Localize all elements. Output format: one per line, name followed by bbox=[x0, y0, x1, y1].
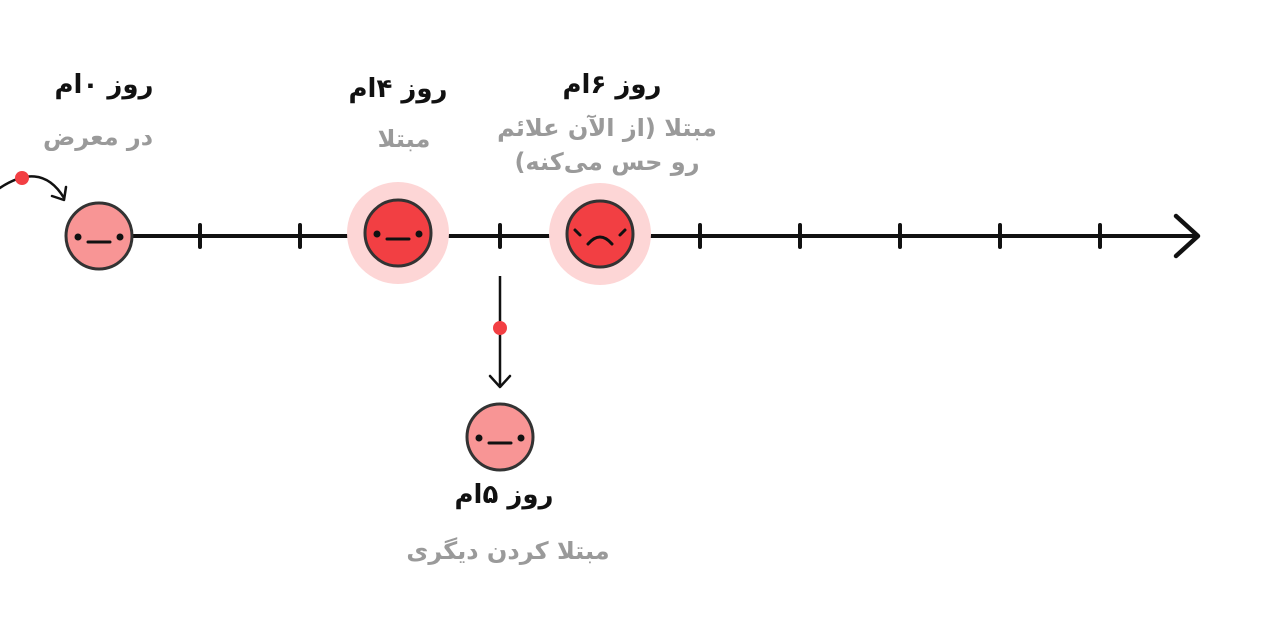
day6-left-eye bbox=[573, 228, 582, 237]
day0-label: روز ۰ام bbox=[54, 70, 154, 100]
day6-description-line-1: مبتلا (از الآن علائم bbox=[497, 114, 717, 142]
day6-face-circle bbox=[565, 199, 635, 269]
exposure-arrowhead bbox=[50, 185, 68, 202]
day5-description-line: مبتلا کردن دیگری bbox=[406, 537, 610, 565]
exposure-arrow-curve bbox=[0, 175, 66, 199]
day0-right-eye bbox=[116, 233, 124, 241]
day4-face-circle bbox=[363, 198, 433, 268]
day6-description: مبتلا (از الآن علائم رو حس می‌کنه) bbox=[482, 111, 732, 179]
day0-left-eye bbox=[74, 233, 82, 241]
exposure-marker-dot bbox=[15, 171, 29, 185]
day4-left-eye bbox=[373, 230, 381, 238]
faces-layer bbox=[64, 182, 651, 472]
day4-face-icon bbox=[347, 182, 449, 284]
day0-description: در معرض bbox=[18, 120, 178, 154]
day6-face-icon bbox=[549, 183, 651, 285]
day0-face-circle bbox=[64, 201, 134, 271]
day0-face-icon bbox=[64, 201, 134, 271]
day6-right-eye bbox=[618, 228, 627, 237]
branch-marker-dot bbox=[493, 321, 507, 335]
day5-right-eye bbox=[517, 434, 525, 442]
day5-left-eye bbox=[475, 434, 483, 442]
day4-description: مبتلا bbox=[324, 122, 484, 156]
day5-face-icon bbox=[465, 402, 535, 472]
day6-mouth bbox=[586, 235, 614, 246]
day5-description: مبتلا کردن دیگری bbox=[388, 534, 628, 568]
day6-description-line-2: رو حس می‌کنه) bbox=[514, 148, 700, 176]
day4-description-line: مبتلا bbox=[377, 125, 431, 153]
day4-right-eye bbox=[415, 230, 423, 238]
day5-label: روز ۵ام bbox=[454, 480, 554, 510]
day5-face-circle bbox=[465, 402, 535, 472]
day6-label: روز ۶ام bbox=[562, 70, 662, 100]
timeline-arrowhead bbox=[1173, 213, 1201, 259]
day0-description-line: در معرض bbox=[42, 123, 154, 151]
branch-arrowhead bbox=[488, 374, 512, 389]
day4-label: روز ۴ام bbox=[348, 74, 448, 104]
